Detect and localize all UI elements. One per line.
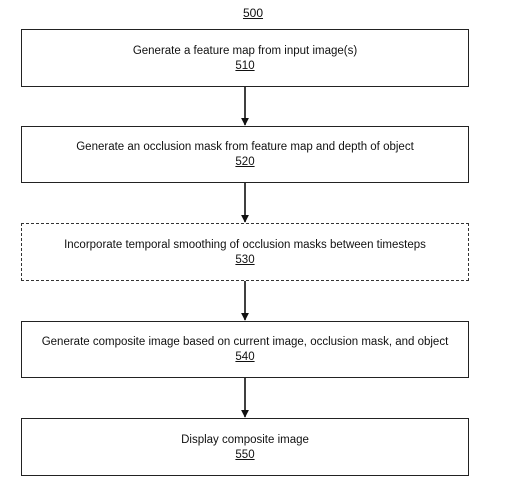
- step-reference-number: 540: [235, 351, 255, 363]
- step-text: Generate an occlusion mask from feature …: [76, 141, 414, 153]
- step-text: Incorporate temporal smoothing of occlus…: [64, 238, 426, 251]
- step-reference-number: 510: [235, 59, 255, 72]
- step-box-540: Generate composite image based on curren…: [21, 321, 469, 378]
- step-box-520: Generate an occlusion mask from feature …: [21, 126, 469, 183]
- step-box-510: Generate a feature map from input image(…: [21, 29, 469, 87]
- figure-number: 500: [242, 6, 264, 20]
- step-reference-number: 550: [235, 448, 255, 461]
- step-text: Generate composite image based on curren…: [41, 336, 449, 348]
- step-text: Display composite image: [181, 433, 309, 446]
- step-reference-number: 530: [235, 253, 255, 266]
- step-reference-number: 520: [235, 156, 255, 168]
- step-box-550: Display composite image 550: [21, 418, 469, 476]
- step-text: Generate a feature map from input image(…: [132, 44, 358, 57]
- optional-step-box-530: Incorporate temporal smoothing of occlus…: [21, 223, 469, 281]
